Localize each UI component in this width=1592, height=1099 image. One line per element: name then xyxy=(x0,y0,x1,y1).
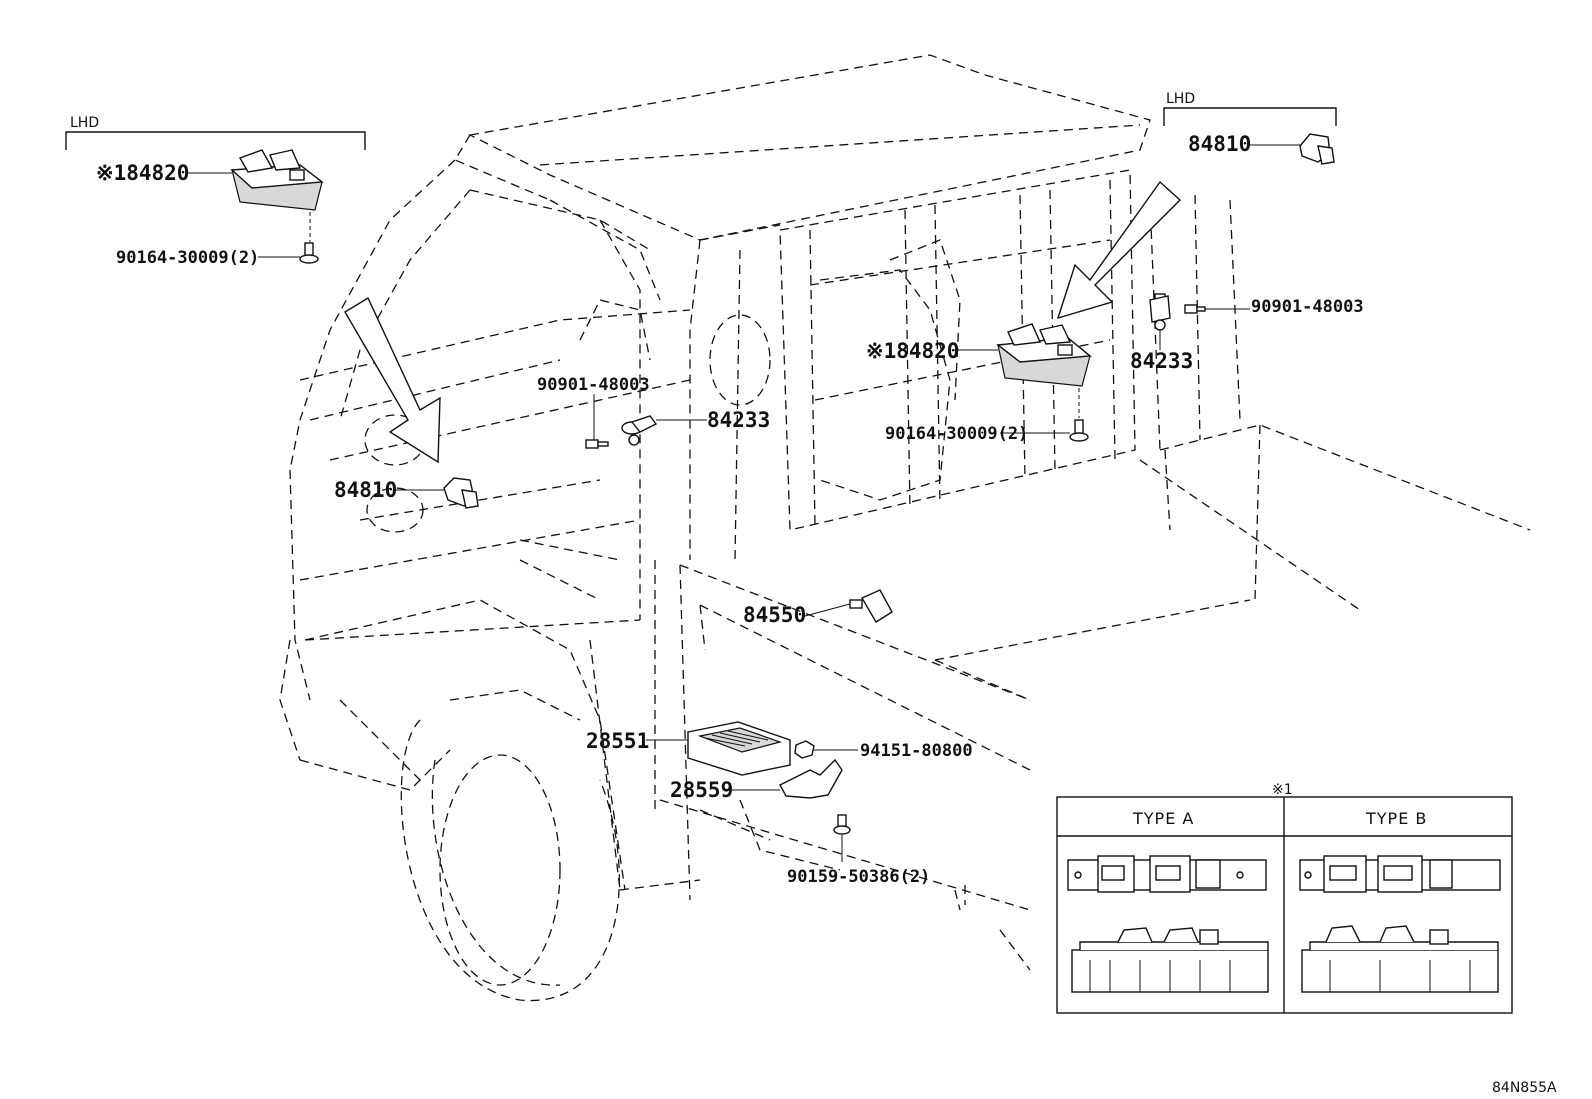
type-inset: ※1 TYPE A TYPE B xyxy=(1056,782,1513,1014)
part-label-84810-right: 84810 xyxy=(1188,132,1251,156)
lhd-bracket-left: LHD xyxy=(65,115,366,150)
inset-ref-mark: ※1 xyxy=(1272,782,1293,798)
part-label-90901-center: 90901-48003 xyxy=(537,375,650,395)
part-label-84550: 84550 xyxy=(743,603,806,627)
lhd-label-right: LHD xyxy=(1166,91,1195,107)
vehicle-outline xyxy=(279,54,1531,1002)
sensor-icon xyxy=(1149,293,1171,331)
bracket-icon xyxy=(779,758,843,799)
door-switch-icon xyxy=(443,477,479,509)
part-labels: ※184820 90164-30009(2) 90901-48003 84233… xyxy=(96,132,1364,887)
switch-icon xyxy=(849,589,893,623)
lhd-label-left: LHD xyxy=(70,115,99,131)
part-label-84810-left: 84810 xyxy=(334,478,397,502)
part-label-94151: 94151-80800 xyxy=(860,741,973,761)
sensor-icon xyxy=(621,415,658,446)
control-module-icon xyxy=(687,721,791,776)
leader-lines xyxy=(186,144,1300,862)
screw-icon xyxy=(1069,419,1089,442)
lhd-bracket-right: LHD xyxy=(1163,91,1337,126)
window-switch-icon xyxy=(996,323,1092,387)
pointer-arrow-left xyxy=(344,296,441,464)
bolt-icon xyxy=(1184,304,1206,314)
part-label-90159: 90159-50386(2) xyxy=(787,867,930,887)
type-a-label: TYPE A xyxy=(1132,809,1194,828)
type-b-side-view-icon xyxy=(1301,925,1499,993)
bolt-icon xyxy=(833,814,851,835)
part-label-84233-center: 84233 xyxy=(707,408,770,432)
screw-icon xyxy=(299,242,319,264)
part-label-184820-center: ※184820 xyxy=(866,339,959,363)
type-b-top-view-icon xyxy=(1299,855,1501,893)
part-label-90164-center: 90164-30009(2) xyxy=(885,424,1028,444)
nut-icon xyxy=(794,740,815,759)
type-a-top-view-icon xyxy=(1067,855,1267,893)
part-label-28559: 28559 xyxy=(670,778,733,802)
type-a-side-view-icon xyxy=(1071,927,1269,993)
part-label-90901-right: 90901-48003 xyxy=(1251,297,1364,317)
window-switch-icon xyxy=(230,149,324,211)
bolt-icon xyxy=(585,439,609,449)
part-label-84233-right: 84233 xyxy=(1130,349,1193,373)
drawing-code: 84N855A xyxy=(1492,1080,1557,1096)
door-switch-icon xyxy=(1299,133,1335,165)
pointer-arrow-right xyxy=(1056,180,1182,320)
part-label-90164-left: 90164-30009(2) xyxy=(116,248,259,268)
part-label-184820-left: ※184820 xyxy=(96,161,189,185)
part-label-28551: 28551 xyxy=(586,729,649,753)
type-b-label: TYPE B xyxy=(1365,809,1427,828)
